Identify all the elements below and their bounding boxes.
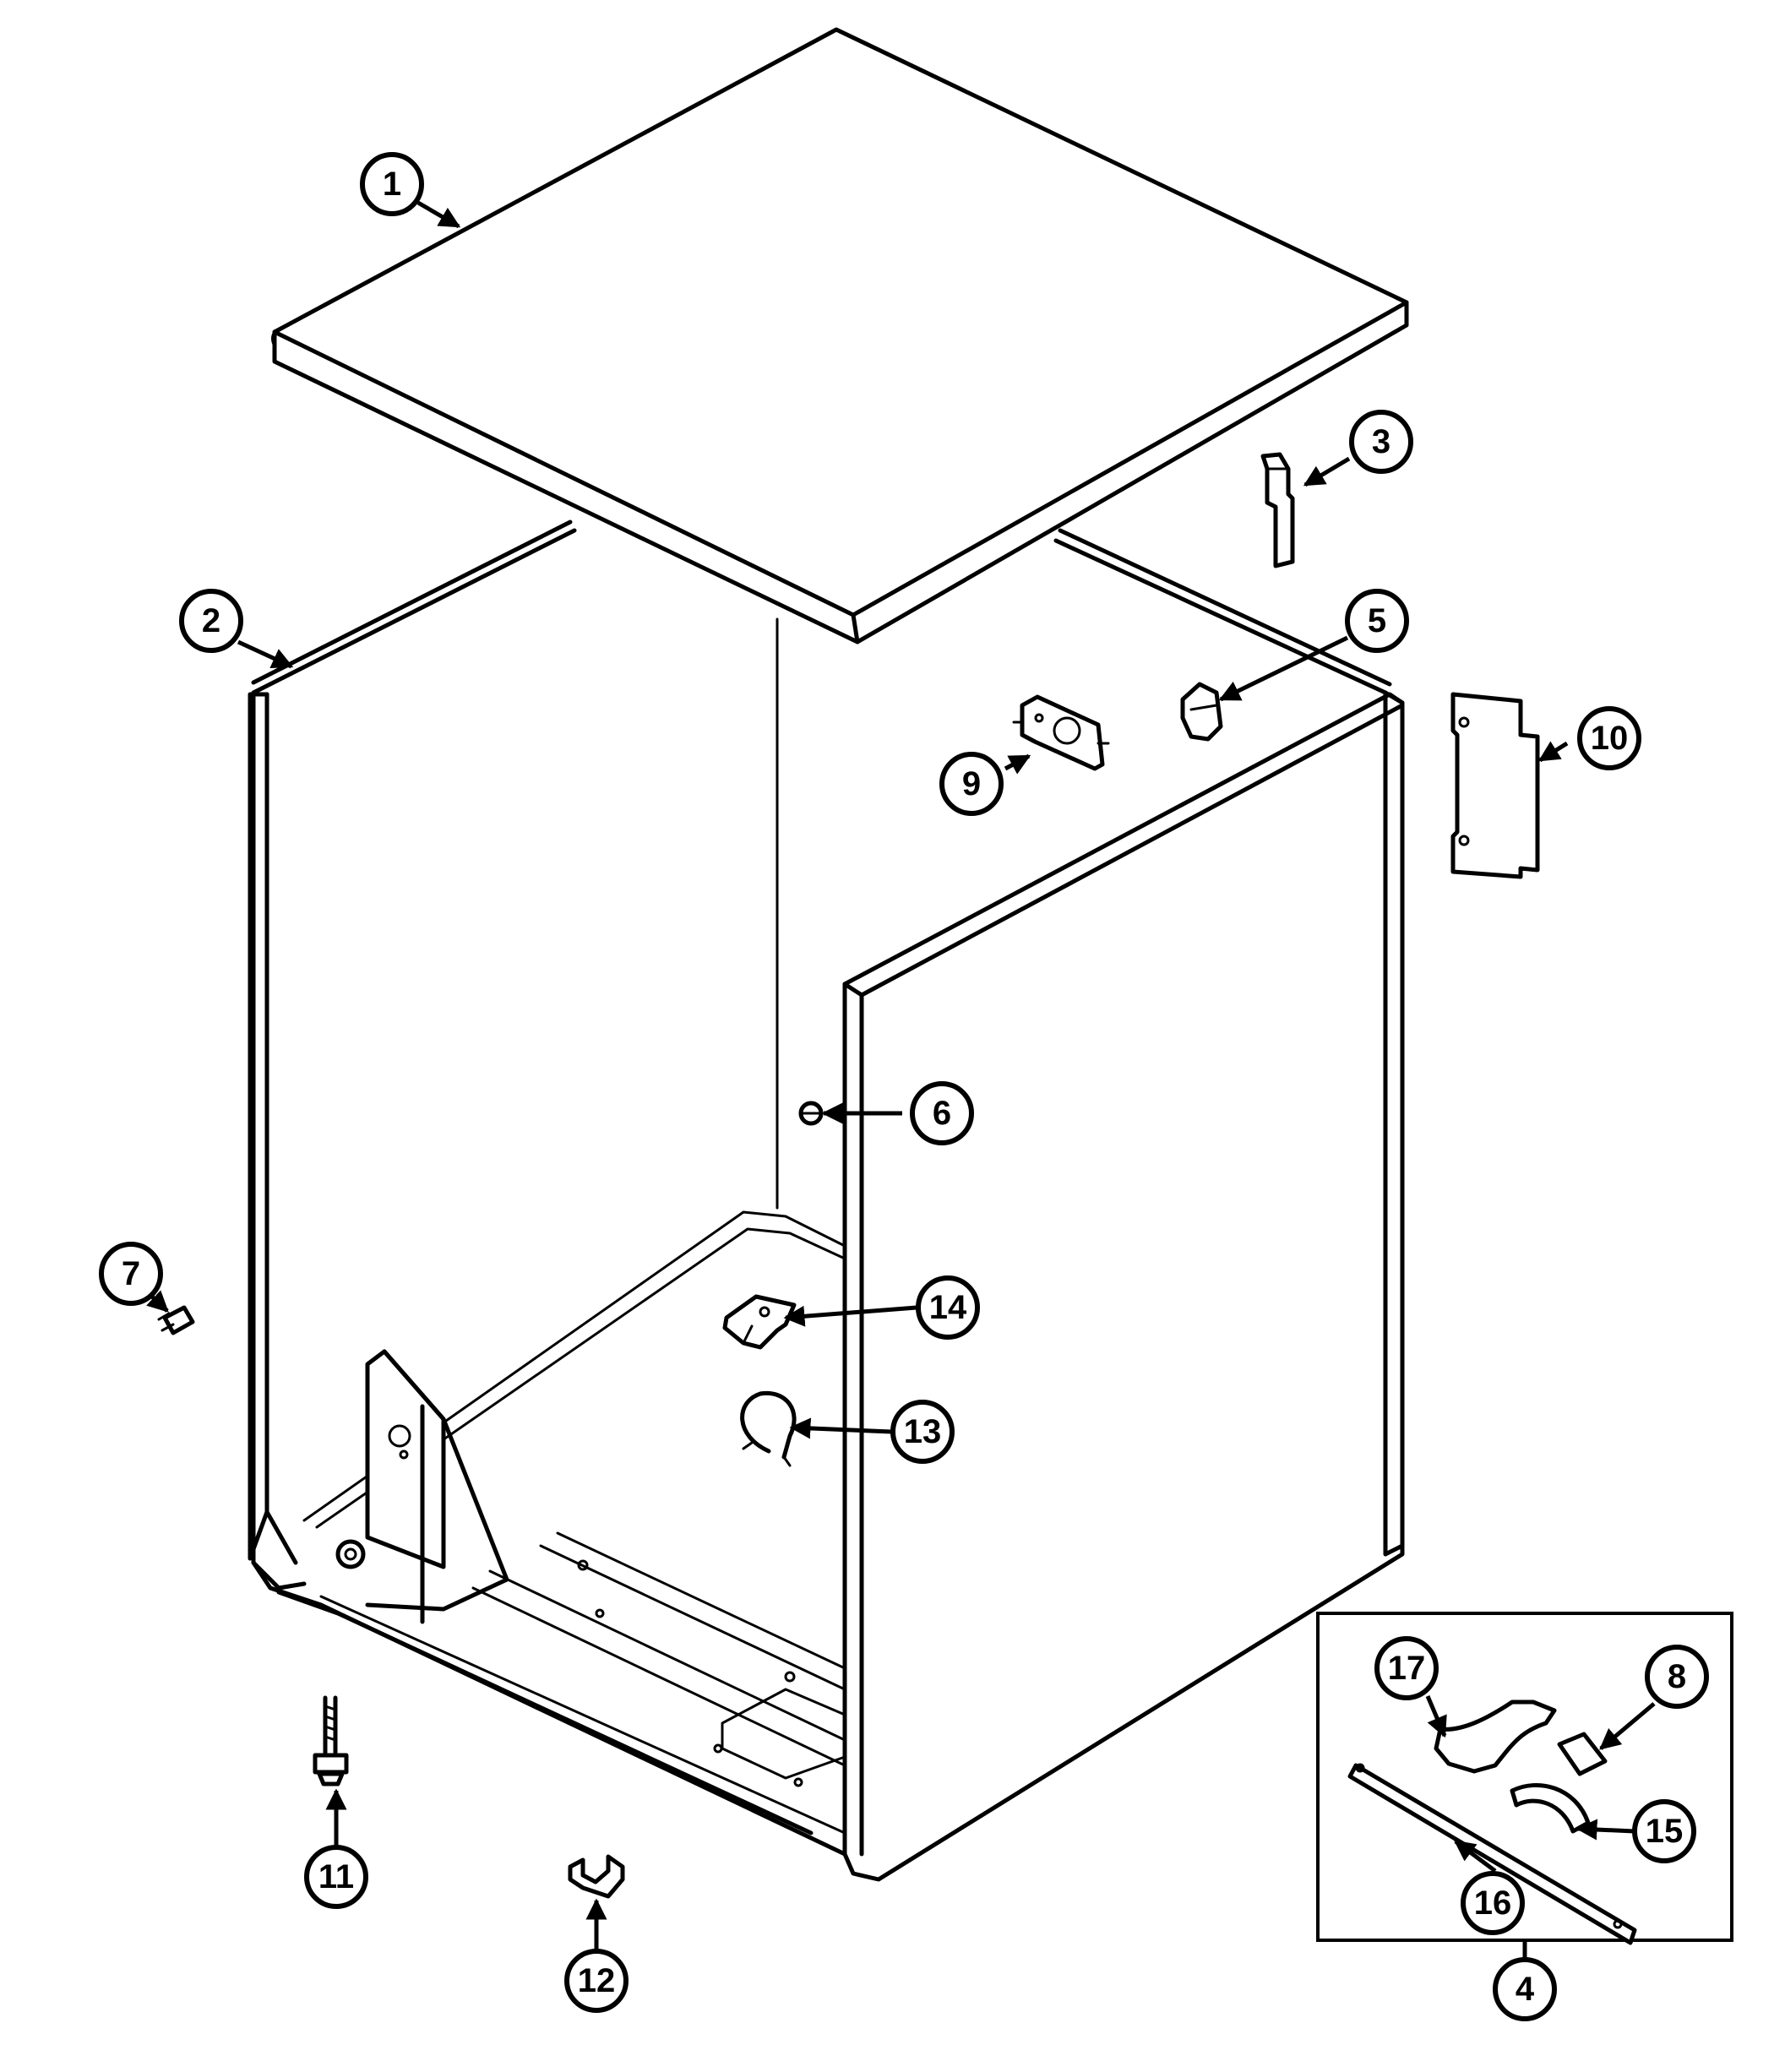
- damper-part-14: [722, 1294, 797, 1350]
- callout-14: 14: [916, 1275, 980, 1340]
- clip-part-5: [1180, 682, 1223, 742]
- callout-12: 12: [564, 1949, 629, 2013]
- svg-text:1: 1: [383, 166, 401, 203]
- svg-text:10: 10: [1591, 720, 1629, 757]
- callout-17: 17: [1374, 1636, 1439, 1700]
- ring-part-13: [740, 1390, 797, 1467]
- svg-text:3: 3: [1372, 423, 1390, 460]
- svg-text:2: 2: [202, 602, 220, 639]
- svg-text:4: 4: [1516, 1971, 1535, 2008]
- svg-text:16: 16: [1474, 1884, 1512, 1922]
- callout-2: 2: [179, 589, 243, 653]
- leader-lines: [146, 200, 1656, 1960]
- svg-text:14: 14: [929, 1289, 967, 1326]
- svg-text:6: 6: [933, 1095, 951, 1132]
- kit-box: [1316, 1612, 1733, 1945]
- svg-text:13: 13: [904, 1413, 942, 1450]
- callout-6: 6: [910, 1081, 974, 1145]
- callout-11: 11: [304, 1845, 368, 1909]
- svg-text:7: 7: [122, 1255, 140, 1292]
- callout-13: 13: [890, 1400, 955, 1464]
- callout-5: 5: [1345, 589, 1409, 653]
- svg-text:11: 11: [318, 1858, 354, 1895]
- bracket-part-9: [1012, 694, 1110, 771]
- svg-text:12: 12: [578, 1962, 616, 1999]
- callout-7: 7: [99, 1242, 163, 1306]
- callout-10: 10: [1577, 706, 1641, 770]
- clip-part-3: [1260, 452, 1295, 568]
- svg-text:17: 17: [1388, 1650, 1426, 1687]
- svg-text:8: 8: [1668, 1658, 1686, 1695]
- svg-text:15: 15: [1646, 1813, 1684, 1850]
- callout-8: 8: [1645, 1645, 1709, 1709]
- svg-text:9: 9: [962, 765, 981, 802]
- top-lid-part: [271, 27, 1409, 644]
- callout-9: 9: [939, 752, 1004, 816]
- callout-15: 15: [1632, 1799, 1696, 1863]
- cabinet-part: [248, 519, 1405, 1882]
- callout-16: 16: [1461, 1871, 1525, 1935]
- svg-text:5: 5: [1368, 602, 1386, 639]
- leveling-leg-part-11: [313, 1695, 349, 1786]
- bracket-part-12: [568, 1854, 625, 1899]
- screw-part-7: [157, 1305, 195, 1335]
- callout-4: 4: [1493, 1957, 1557, 2021]
- plate-part-10: [1450, 692, 1540, 879]
- callout-1: 1: [360, 152, 424, 216]
- callout-3: 3: [1349, 410, 1413, 474]
- plug-part-6: [798, 1101, 824, 1126]
